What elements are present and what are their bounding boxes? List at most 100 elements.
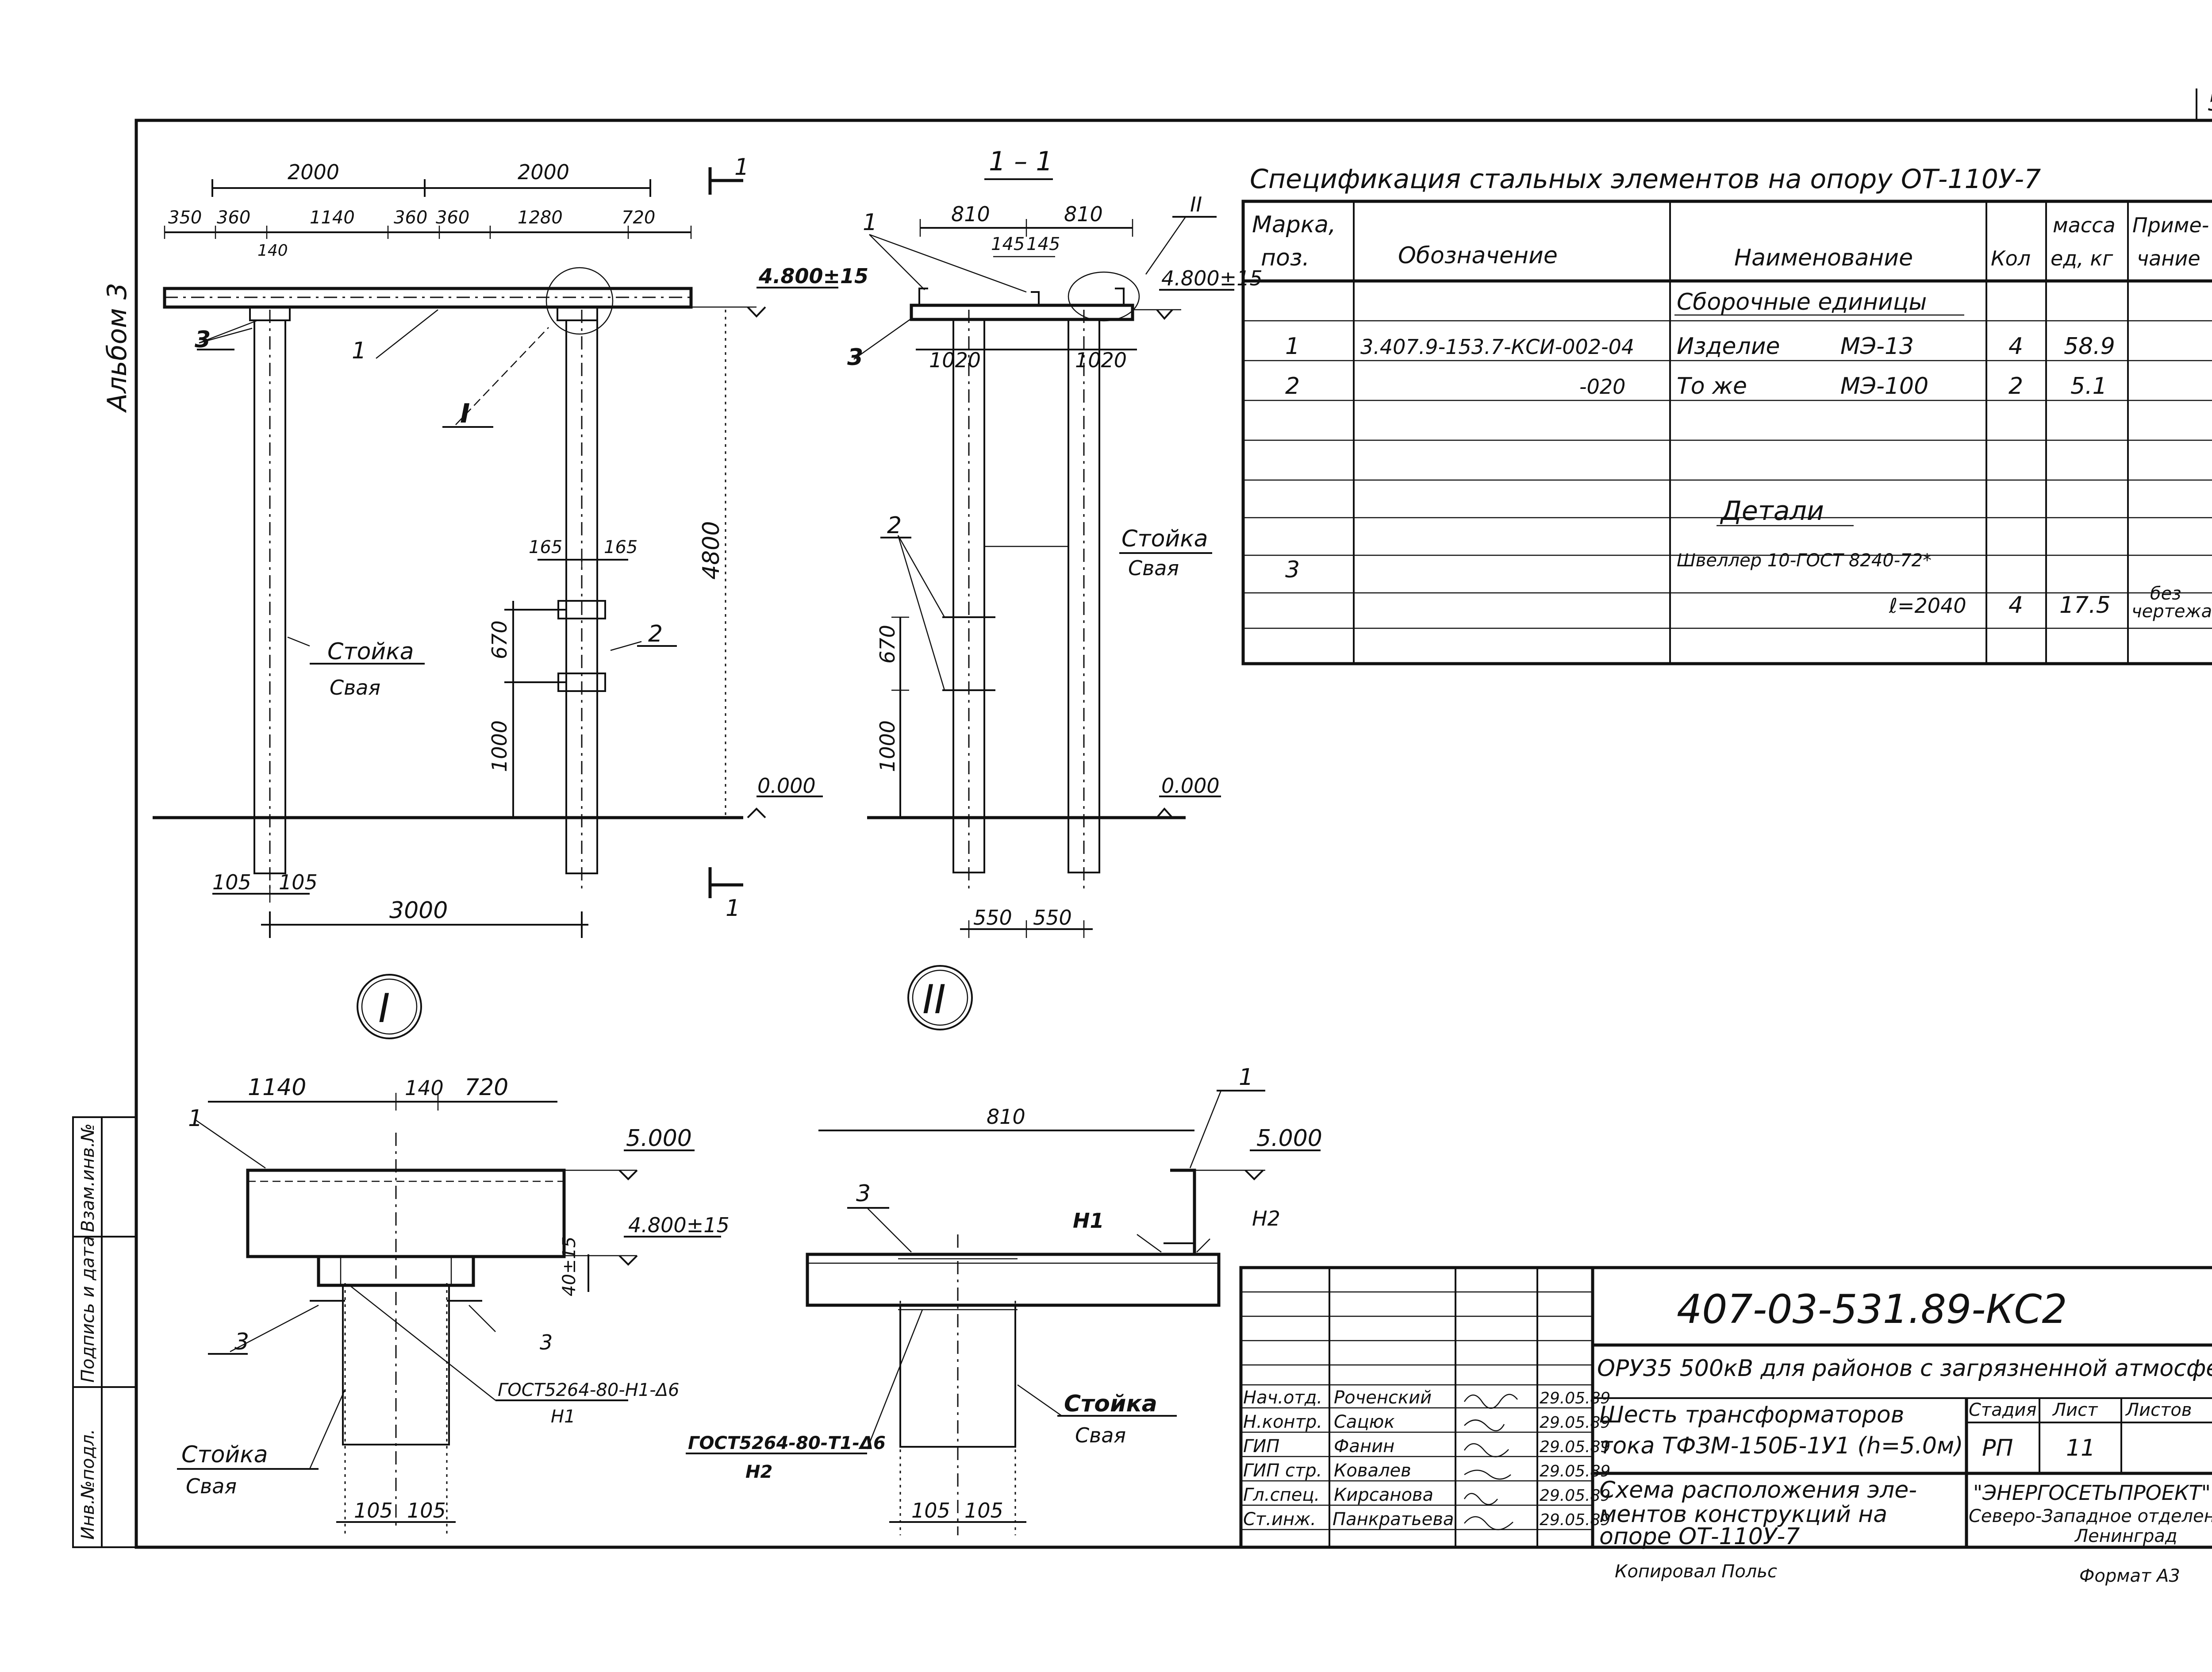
elev-level-top: 4.800±15 (758, 264, 868, 288)
detail-i: I 1140 140 720 5.000 4.800±15 40±15 (177, 974, 730, 1535)
signatures (1463, 1394, 1518, 1530)
elev-label-2: 2 (648, 621, 663, 647)
detail-i-base-a: 105 (354, 1499, 393, 1522)
spec-row2-pos: 2 (1285, 373, 1300, 400)
detail-ii-post-label-1: Стойка (1064, 1391, 1157, 1417)
section-level-zero: 0.000 (1161, 774, 1220, 798)
footer-copied: Копировал Польс (1615, 1561, 1777, 1582)
spec-header-note-1: Приме- (2132, 213, 2209, 237)
section-post-label-2: Свая (1128, 556, 1179, 580)
section-dim-1020-b: 1020 (1075, 348, 1127, 372)
sheet-frame: 56 (134, 88, 2212, 1549)
spec-row1-mark: МЭ-13 (1840, 333, 1914, 360)
spec-group-2: Детали (1720, 496, 1824, 527)
sheet-value: 11 (2066, 1435, 2095, 1461)
elev-sub-dim-3: 1140 (310, 208, 355, 228)
stamp-replace: Взам.инв.№ (78, 1123, 98, 1232)
detail-ii-post (899, 1304, 1016, 1448)
section-view: 1 – 1 810 810 145 145 1020 1020 (847, 146, 1263, 938)
section-dim-145-a: 145 (991, 234, 1025, 254)
sheet-title-3: опоре ОТ-110У-7 (1599, 1523, 1800, 1550)
signer-6-date: 29.05.89 (1540, 1511, 1610, 1529)
org-city: Ленинград (2074, 1526, 2177, 1546)
spec-header-qty: Кол (1991, 246, 2031, 270)
elev-span: 3000 (389, 897, 448, 924)
spec-row3-note-1: без (2150, 584, 2181, 604)
elev-base-dim-b: 105 (279, 870, 318, 894)
detail-i-weld-mark: Н1 (551, 1407, 576, 1427)
section-dim-1020-a: 1020 (929, 348, 981, 372)
elev-dim-1000: 1000 (488, 720, 511, 772)
section-label-ii: II (1190, 192, 1202, 216)
doc-code: 407-03-531.89-КС2 (1677, 1286, 2067, 1333)
signer-6-name: Панкратьева (1333, 1509, 1454, 1530)
spec-title: Спецификация стальных элементов на опору… (1250, 164, 2041, 195)
spec-row1-name: Изделие (1677, 333, 1780, 360)
section-mark-top: 1 (734, 154, 749, 181)
section-label-1: 1 (863, 209, 877, 236)
section-label-2: 2 (887, 512, 902, 539)
sheet-label: Лист (2052, 1400, 2098, 1420)
stamp-signature: Подпись и дата (78, 1236, 98, 1383)
detail-i-dim-720: 720 (465, 1074, 508, 1101)
detail-i-label-1: 1 (188, 1105, 203, 1132)
signer-5-role: Гл.спец. (1243, 1485, 1320, 1505)
section-base-dim-b: 550 (1033, 906, 1072, 930)
org-branch: Северо-Западное отделение (1969, 1506, 2212, 1526)
spec-row3-pos: 3 (1285, 557, 1300, 583)
footer-format: Формат А3 (2079, 1566, 2180, 1586)
spec-table: Спецификация стальных элементов на опору… (1241, 164, 2212, 665)
elev-level-zero: 0.000 (757, 774, 816, 798)
elev-dim-140: 140 (257, 242, 288, 260)
elev-post-label-2: Свая (330, 676, 380, 700)
elev-sub-dim-2: 360 (217, 208, 250, 228)
section-base-dim-a: 550 (973, 906, 1012, 930)
elev-sub-dim-5: 360 (436, 208, 469, 228)
org-name: "ЭНЕРГОСЕТЬПРОЕКТ" (1973, 1481, 2211, 1505)
detail-i-dim-40: 40±15 (559, 1237, 580, 1296)
section-dim-670: 670 (876, 625, 899, 664)
detail-i-level-top: 5.000 (626, 1125, 692, 1152)
detail-ii-dim: 810 (987, 1105, 1025, 1129)
signer-5-name: Кирсанова (1334, 1485, 1433, 1505)
detail-i-weld: ГОСТ5264-80-Н1-Δ6 (498, 1380, 679, 1400)
detail-i-post-label-2: Свая (186, 1474, 237, 1498)
spec-header-note-2: чание (2137, 246, 2200, 270)
spec-row1-qty: 4 (2008, 333, 2023, 360)
spec-header-name: Наименование (1734, 245, 1913, 271)
elev-height: 4800 (698, 521, 725, 580)
section-top-plate (910, 304, 1134, 321)
elevation-view: 2000 2000 350 360 1140 360 360 1280 720 … (153, 154, 868, 938)
detail-ii-weld: ГОСТ5264-80-Т1-Δ6 (688, 1433, 886, 1453)
signer-6-role: Ст.инж. (1243, 1509, 1316, 1530)
signer-2-name: Сацюк (1334, 1412, 1395, 1432)
spec-row2-designation: -020 (1579, 375, 1625, 399)
title-block: 407-03-531.89-КС2 ОРУ35 500кВ для районо… (1239, 1266, 2212, 1550)
elev-dim-2000-b: 2000 (518, 160, 569, 184)
detail-i-dim-1140: 1140 (248, 1074, 306, 1101)
section-mark-bottom: 1 (726, 895, 740, 922)
sheet-title-2: ментов конструкций на (1599, 1501, 1887, 1528)
spec-row2-qty: 2 (2008, 373, 2023, 400)
detail-circle-i (545, 267, 614, 335)
detail-ii: II 810 5.000 1 3 Н1 Н2 ГОСТ5 (686, 965, 1322, 1535)
detail-i-mark: I (378, 985, 390, 1032)
elev-label-i: I (460, 398, 470, 429)
detail-ii-post-label-2: Свая (1075, 1423, 1126, 1447)
elev-sub-dim-6: 1280 (518, 208, 563, 228)
detail-ii-base-a: 105 (911, 1499, 950, 1522)
elev-dim-165-a: 165 (529, 537, 562, 557)
section-label-3: 3 (847, 344, 863, 371)
detail-i-dim-140: 140 (405, 1076, 444, 1100)
section-title: 1 – 1 (989, 146, 1053, 177)
signer-4-role: ГИП стр. (1243, 1461, 1322, 1481)
spec-row3-qty: 4 (2008, 592, 2023, 619)
signer-2-role: Н.контр. (1243, 1412, 1322, 1432)
spec-header-pos-2: поз. (1261, 245, 1310, 271)
signer-4-date: 29.05.89 (1540, 1462, 1610, 1480)
spec-header-designation: Обозначение (1398, 242, 1558, 269)
spec-row1-pos: 1 (1285, 333, 1300, 360)
elev-dim-165-b: 165 (604, 537, 637, 557)
elev-dim-670: 670 (488, 620, 511, 659)
